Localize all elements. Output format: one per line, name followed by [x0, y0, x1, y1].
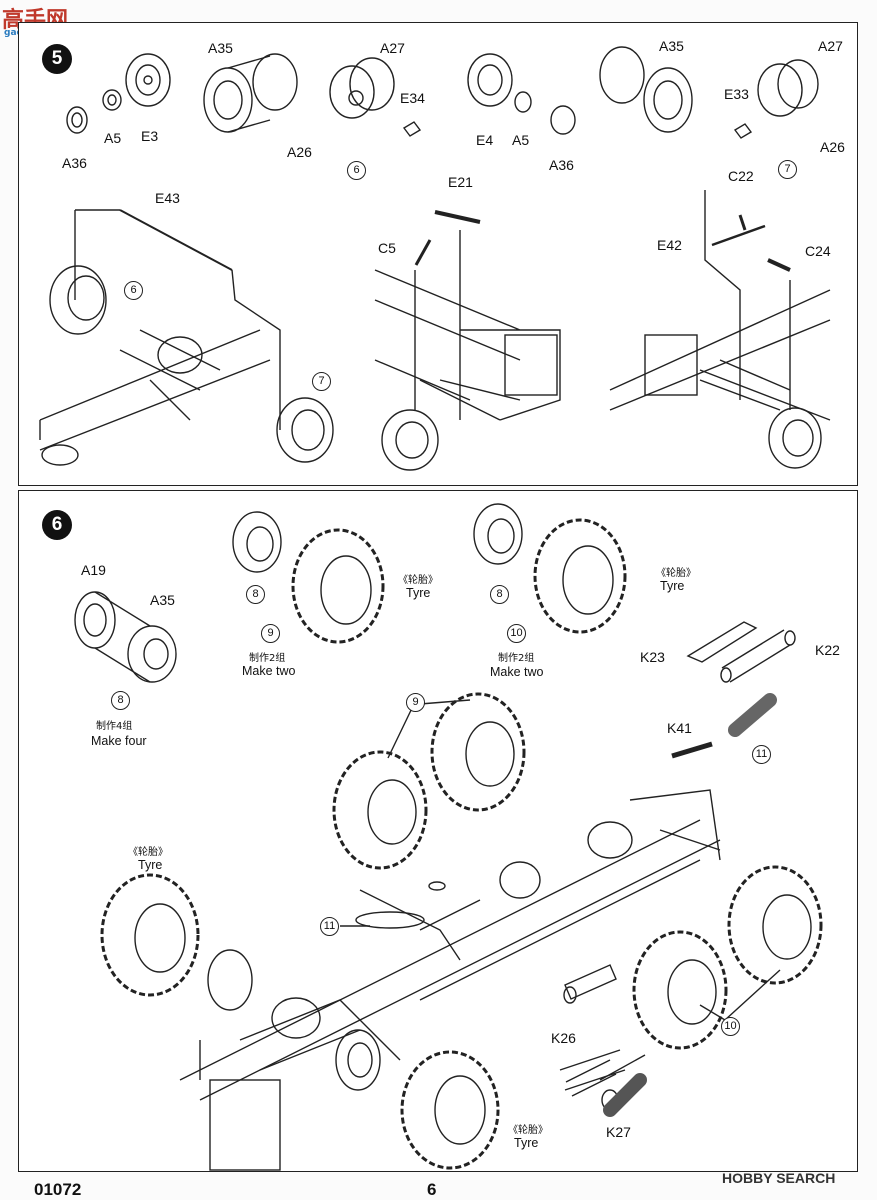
tyre-cn-10: 《轮胎》	[656, 568, 696, 579]
tyre-icon-front-right	[400, 1050, 500, 1170]
tyre-icon-right-1	[632, 930, 728, 1050]
e33-bracket-icon	[733, 123, 753, 139]
tyre-en-10: Tyre	[660, 579, 685, 593]
a26-hub-icon	[329, 57, 395, 119]
subassembly-callout-8: 8	[111, 691, 130, 710]
watermark-hobby-search: HOBBY SEARCH	[722, 1170, 836, 1186]
tyre-icon-right-2	[727, 865, 823, 985]
tyre-en-front-right: Tyre	[514, 1136, 539, 1150]
part-label-e33: E33	[724, 86, 749, 102]
subassembly-callout-10-main: 10	[721, 1017, 740, 1036]
tyre-icon-rear-2	[430, 692, 526, 812]
subassembly-callout-8-c: 8	[490, 585, 509, 604]
tyre-cn-9: 《轮胎》	[398, 575, 438, 586]
part-label-k41: K41	[667, 720, 692, 736]
a35-wheel-icon	[203, 53, 298, 133]
k41-tank-icon	[671, 693, 777, 759]
part-label-a26: A26	[287, 144, 312, 160]
part-label-c5: C5	[378, 240, 396, 256]
make-two-cn-10: 制作2组	[498, 653, 535, 664]
tyre-en-9: Tyre	[406, 586, 431, 600]
subassembly-callout-8-b: 8	[246, 585, 265, 604]
subassembly-callout-9-main: 9	[406, 693, 425, 712]
make-two-en-10: Make two	[490, 665, 544, 679]
right-axle-assembly	[609, 190, 831, 469]
left-axle-assembly	[39, 265, 334, 466]
make-two-cn-9: 制作2组	[249, 653, 286, 664]
make-four-cn: 制作4组	[96, 721, 133, 732]
part-label-e4: E4	[476, 132, 494, 148]
k26-k27-tank-icon	[565, 1059, 647, 1117]
tyre-icon-front-left	[100, 873, 200, 997]
part-label-a27-right: A27	[818, 38, 843, 54]
middle-axle-assembly	[374, 210, 561, 471]
part-label-e3: E3	[141, 128, 159, 144]
part-label-a36-right: A36	[549, 157, 574, 173]
a26-hub-icon-right	[757, 59, 819, 117]
step-6-number: 6	[42, 510, 72, 540]
subassembly-callout-7: 7	[778, 160, 797, 179]
part-label-e34: E34	[400, 90, 425, 106]
part-label-a26-right: A26	[820, 139, 845, 155]
subassembly-callout-11-main: 11	[320, 917, 339, 936]
tyre-cn-front-left: 《轮胎》	[128, 847, 168, 858]
a36-cap-icon	[66, 106, 88, 134]
subassembly-callout-11: 11	[752, 745, 771, 764]
page-number: 6	[427, 1180, 437, 1199]
step-5-number: 5	[42, 44, 72, 74]
step-5-panel	[18, 22, 858, 486]
a35-wheel-icon-right	[599, 46, 693, 133]
a5-hub-icon	[102, 89, 122, 111]
part-label-a35-step6: A35	[150, 592, 175, 608]
part-label-k22: K22	[815, 642, 840, 658]
part-label-e42: E42	[657, 237, 682, 253]
subassembly-callout-7-axle: 7	[312, 372, 331, 391]
step-6-panel	[18, 490, 858, 1172]
part-label-e43: E43	[155, 190, 180, 206]
part-label-c24: C24	[805, 243, 831, 259]
rim-set-9-icon	[232, 511, 385, 644]
e3-wheel-icon	[125, 53, 171, 107]
part-label-a5-right: A5	[512, 132, 530, 148]
part-label-a19: A19	[81, 562, 106, 578]
kit-code: 01072	[34, 1180, 82, 1199]
part-label-c22: C22	[728, 168, 754, 184]
part-label-a36: A36	[62, 155, 87, 171]
part-label-a35-right: A35	[659, 38, 684, 54]
chassis-assembly	[179, 789, 721, 1171]
part-label-a35: A35	[208, 40, 233, 56]
subassembly-callout-10: 10	[507, 624, 526, 643]
make-two-en-9: Make two	[242, 664, 296, 678]
e4-wheel-icon	[467, 53, 513, 107]
part-label-k23: K23	[640, 649, 665, 665]
tyre-icon-rear-1	[332, 750, 428, 870]
tyre-cn-front-right: 《轮胎》	[508, 1125, 548, 1136]
subassembly-callout-9: 9	[261, 624, 280, 643]
k22-k23-fender-icon	[686, 621, 796, 683]
subassembly-callout-6-axle: 6	[124, 281, 143, 300]
part-label-a27: A27	[380, 40, 405, 56]
e34-bracket-icon	[402, 121, 422, 137]
subassembly-callout-6: 6	[347, 161, 366, 180]
a36-cap-icon-right	[550, 105, 576, 135]
part-label-k26: K26	[551, 1030, 576, 1046]
make-four-en: Make four	[91, 734, 147, 748]
part-label-a5: A5	[104, 130, 122, 146]
tyre-en-front-left: Tyre	[138, 858, 163, 872]
a5-hub-icon-right	[514, 91, 532, 113]
part-label-k27: K27	[606, 1124, 631, 1140]
a19-a35-rim-icon	[74, 591, 177, 683]
part-label-e21: E21	[448, 174, 473, 190]
rim-set-10-icon	[473, 503, 627, 634]
